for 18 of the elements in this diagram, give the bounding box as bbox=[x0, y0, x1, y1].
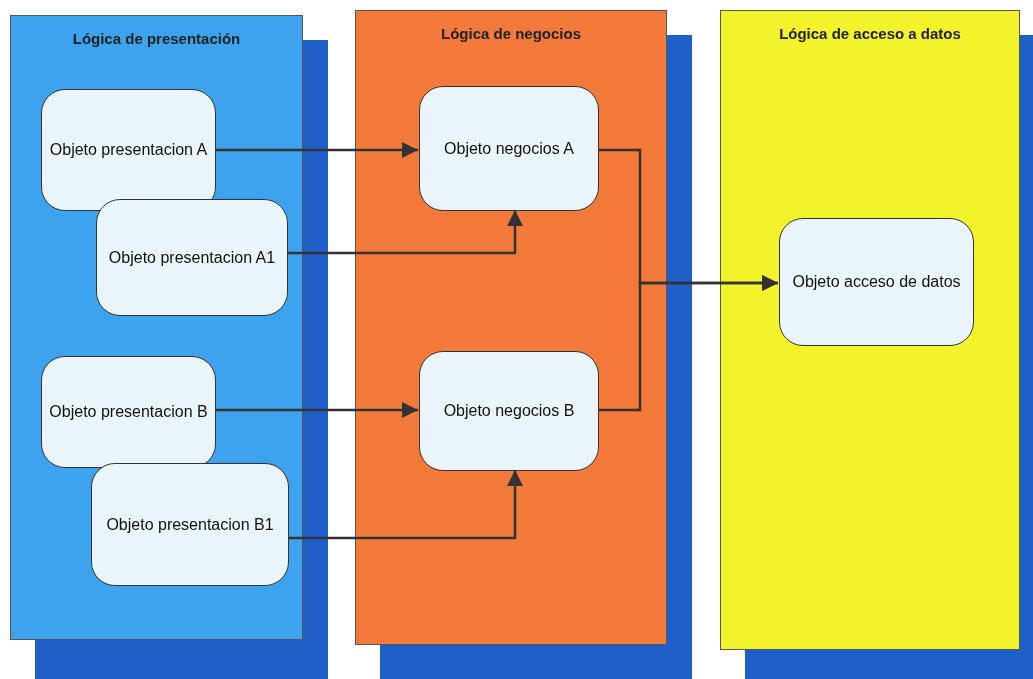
panel-title: Lógica de negocios bbox=[440, 25, 582, 44]
layer-panel bbox=[720, 10, 1020, 650]
panel-title: Lógica de presentación bbox=[71, 30, 242, 49]
object-box: Objeto presentacion B1 bbox=[91, 463, 289, 586]
object-box: Objeto presentacion A bbox=[41, 89, 216, 211]
object-box: Objeto presentacion A1 bbox=[96, 199, 288, 316]
object-box: Objeto negocios B bbox=[419, 351, 599, 471]
layer-panel bbox=[10, 15, 303, 640]
layer-panel bbox=[355, 10, 667, 645]
object-box: Objeto presentacion B bbox=[41, 356, 216, 468]
arrow bbox=[215, 402, 418, 418]
arrow bbox=[215, 142, 418, 158]
object-box: Objeto acceso de datos bbox=[779, 218, 974, 346]
arrow bbox=[598, 275, 778, 412]
arrow bbox=[287, 210, 523, 255]
object-box: Objeto negocios A bbox=[419, 86, 599, 211]
arrow bbox=[288, 470, 523, 540]
panel-title: Lógica de acceso a datos bbox=[778, 25, 962, 44]
